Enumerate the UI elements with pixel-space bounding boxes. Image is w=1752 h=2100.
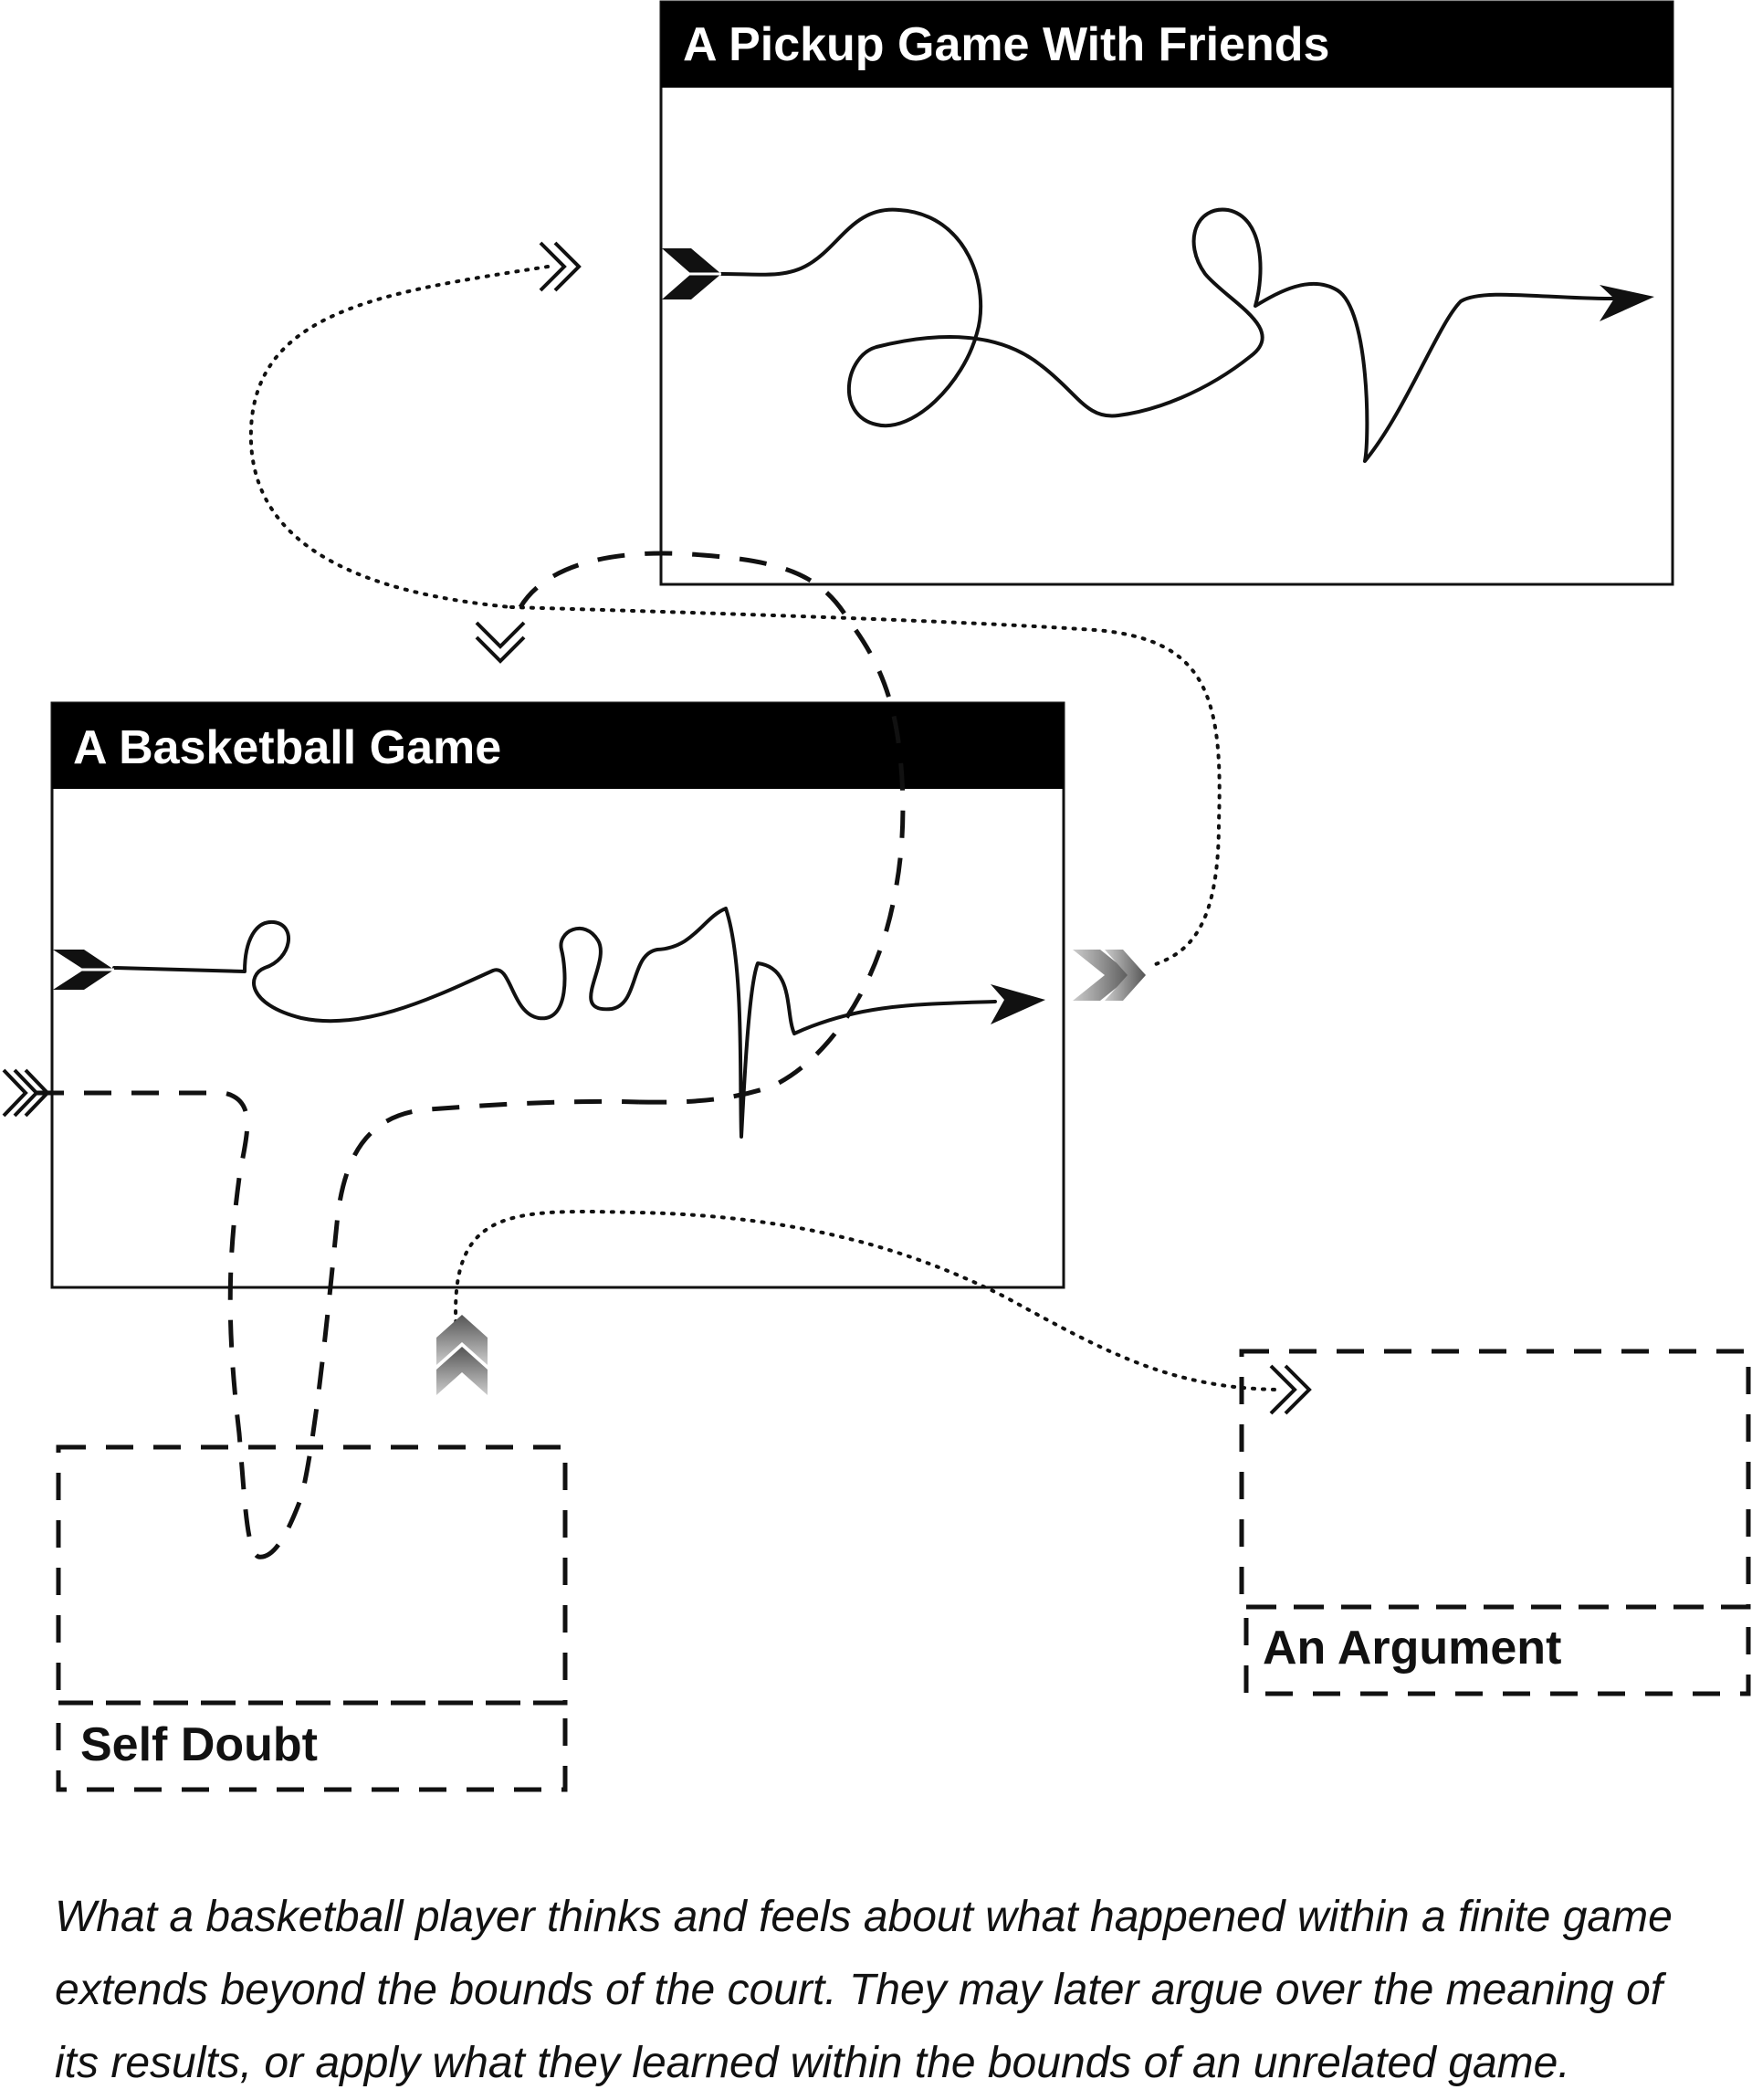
basketball-game-path: [53, 907, 1045, 1139]
dotted-connector-pickup-basketball: [248, 241, 582, 664]
triple-chevron-icon: [2, 1068, 50, 1118]
self-doubt-box: Self Doubt: [56, 1444, 568, 1792]
double-chevron-right-icon: [1269, 1364, 1312, 1415]
argument-box: An Argument: [1239, 1349, 1751, 1696]
argument-label: An Argument: [1263, 1622, 1561, 1675]
double-chevron-down-icon: [475, 621, 526, 664]
caption-line: its results, or apply what they learned …: [55, 2039, 1570, 2087]
double-chevron-icon: [539, 241, 582, 292]
pickup-game-title: A Pickup Game With Friends: [683, 18, 1329, 71]
pickup-game-title-bar: [661, 2, 1673, 88]
basketball-path-fletching-icon: [53, 950, 114, 990]
dashed-connector-to-self-doubt: [2, 1068, 640, 1559]
pickup-game-box: A Pickup Game With Friends: [659, 0, 1674, 586]
basketball-path-arrowhead: [991, 984, 1045, 1024]
dotted-connector-to-basketball-right: [509, 605, 1222, 1001]
basketball-game-title: A Basketball Game: [73, 721, 501, 774]
faded-chevron-icon: [1073, 950, 1146, 1001]
figure-caption: What a basketball player thinks and feel…: [55, 1881, 1744, 2100]
pickup-path-arrowhead: [1600, 285, 1654, 321]
dotted-connector-to-argument: [436, 1210, 1312, 1415]
caption-line: extends beyond the bounds of the court. …: [55, 1966, 1663, 2014]
basketball-game-box: A Basketball Game: [50, 701, 1065, 1289]
self-doubt-label: Self Doubt: [80, 1718, 318, 1771]
dashed-connector-loop: [518, 551, 906, 1105]
caption-line: What a basketball player thinks and feel…: [55, 1893, 1673, 1941]
pickup-path-fletching-icon: [662, 248, 721, 299]
pickup-game-path: [662, 207, 1654, 463]
faded-chevron-up-icon: [436, 1315, 488, 1395]
